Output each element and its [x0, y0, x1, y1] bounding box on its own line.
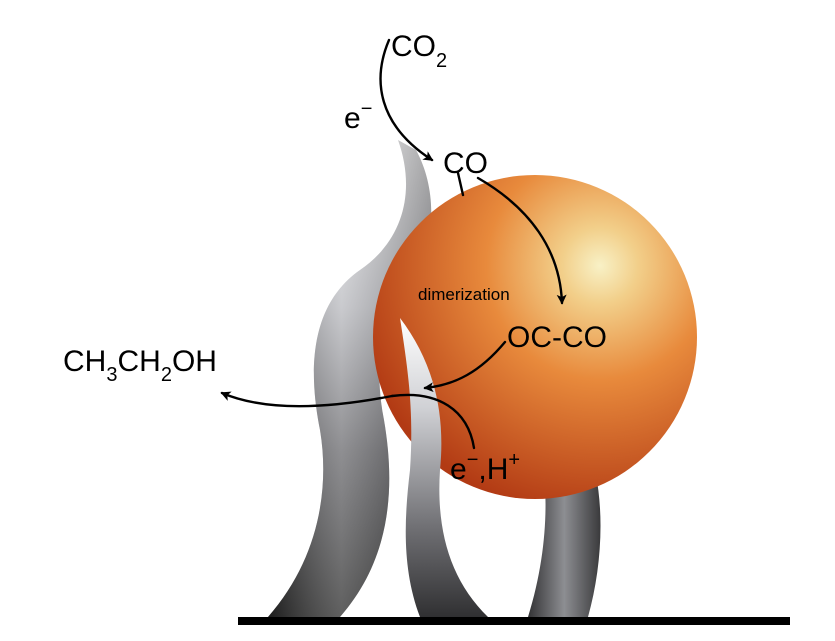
- catalyst-sphere: [373, 175, 697, 499]
- dimerization-label: dimerization: [418, 285, 510, 304]
- proton-electron-label: e−,H+: [450, 449, 520, 486]
- arrow-occo-to-intermediate: [423, 340, 507, 393]
- arrow-to-ethanol: [220, 391, 394, 408]
- co-label: CO: [443, 147, 488, 180]
- electron-label: e−: [344, 98, 372, 135]
- occo-label: OC-CO: [507, 321, 607, 354]
- front-stem: [400, 318, 488, 617]
- arrow-co2-to-co: [379, 38, 434, 162]
- co-bond-line: [456, 171, 465, 197]
- ethanol-label: CH3CH2OH: [63, 345, 217, 386]
- substrate-line: [238, 617, 790, 625]
- co2-label: CO2: [391, 30, 447, 72]
- arrow-proton-electron: [390, 393, 476, 450]
- arrow-co-to-occo: [476, 176, 567, 305]
